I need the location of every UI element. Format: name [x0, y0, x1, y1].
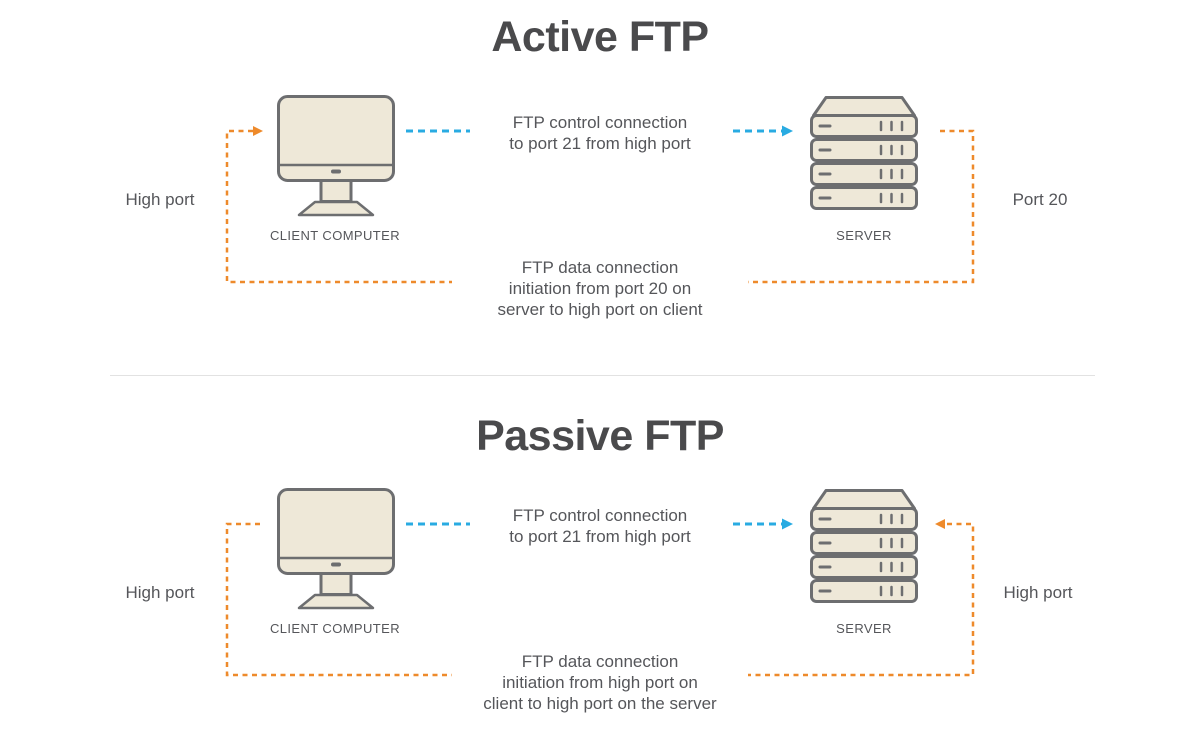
- control-arrowhead-into-server-icon: [782, 125, 793, 137]
- passive-ftp-title: Passive FTP: [476, 412, 724, 460]
- data-caption-line3: server to high port on client: [497, 300, 703, 319]
- monitor-neck: [319, 179, 353, 203]
- data-caption-line3: client to high port on the server: [483, 694, 717, 713]
- control-connection-caption: FTP control connection to port 21 from h…: [450, 505, 750, 547]
- client-computer-icon: [277, 488, 395, 610]
- server-port-label: High port: [1003, 583, 1073, 602]
- server-label: SERVER: [836, 228, 892, 243]
- server-units: [810, 507, 918, 603]
- server-label: SERVER: [836, 621, 892, 636]
- client-computer-label: CLIENT COMPUTER: [270, 228, 400, 243]
- client-port-label: High port: [125, 190, 195, 209]
- server-lid: [812, 489, 916, 510]
- server-stack-icon: [810, 96, 918, 210]
- data-connection-caption: FTP data connection initiation from high…: [452, 651, 748, 714]
- server-units: [810, 114, 918, 210]
- server-port-label: Port 20: [1012, 190, 1068, 209]
- control-arrowhead-into-server-icon: [782, 518, 793, 530]
- monitor-logo-dot: [331, 169, 341, 174]
- passive-connection-lines: [225, 518, 975, 677]
- control-caption-line2: to port 21 from high port: [509, 134, 691, 153]
- server-lid: [812, 96, 916, 117]
- control-caption-line1: FTP control connection: [512, 506, 688, 525]
- section-divider: [110, 375, 1095, 376]
- control-caption-line1: FTP control connection: [512, 113, 688, 132]
- client-port-label: High port: [125, 583, 195, 602]
- data-connection-path: [225, 522, 975, 677]
- control-caption-line2: to port 21 from high port: [509, 527, 691, 546]
- data-connection-caption: FTP data connection initiation from port…: [452, 257, 748, 320]
- monitor-body: [277, 95, 395, 182]
- monitor-logo-dot: [331, 562, 341, 567]
- data-arrowhead-into-server-icon: [935, 519, 945, 529]
- control-connection-caption: FTP control connection to port 21 from h…: [450, 112, 750, 154]
- data-caption-line1: FTP data connection: [521, 652, 679, 671]
- active-connection-lines: [225, 125, 975, 284]
- data-caption-line2: initiation from high port on: [502, 673, 698, 692]
- client-computer-label: CLIENT COMPUTER: [270, 621, 400, 636]
- monitor-base: [297, 200, 375, 217]
- data-caption-line2: initiation from port 20 on: [508, 279, 692, 298]
- active-ftp-title: Active FTP: [491, 13, 709, 61]
- server-stack-icon: [810, 489, 918, 603]
- data-connection-path: [225, 129, 975, 284]
- data-caption-line1: FTP data connection: [521, 258, 679, 277]
- client-computer-icon: [277, 95, 395, 217]
- monitor-neck: [319, 572, 353, 596]
- monitor-body: [277, 488, 395, 575]
- data-arrowhead-into-client-icon: [253, 126, 263, 136]
- monitor-base: [297, 593, 375, 610]
